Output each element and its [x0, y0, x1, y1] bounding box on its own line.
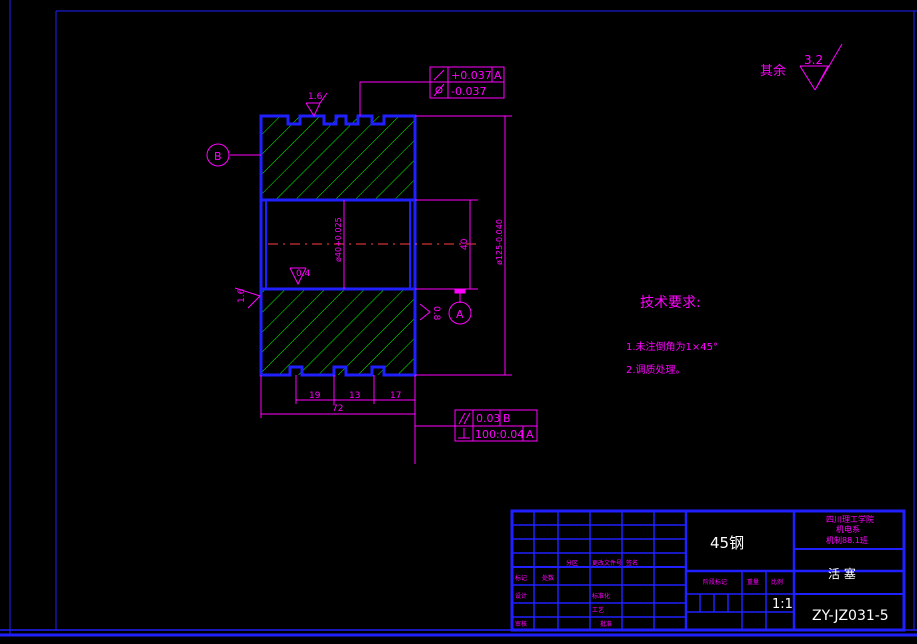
roughness-left: 1.6	[237, 288, 247, 303]
dim-bore-dia: ø40+0.025	[334, 217, 343, 262]
tolerance-frame-top: +0.037 A -0.037	[429, 66, 505, 99]
title-block	[510, 509, 906, 632]
roughness-marks	[234, 92, 431, 321]
tb-label: 处数	[542, 574, 554, 582]
dim-total-length: 72	[332, 404, 343, 414]
tech-req-item-2: 2.调质处理。	[626, 364, 686, 376]
datum-a-label: A	[456, 308, 464, 321]
tol-bottom-value-1: 0.03	[476, 412, 501, 425]
tb-label: 阶段标记	[703, 578, 727, 586]
tb-label: 分区	[566, 559, 578, 567]
tol-bottom-datum-2: A	[526, 428, 534, 441]
roughness-general-prefix: 其余	[760, 63, 786, 79]
tb-label: 审核	[515, 620, 527, 628]
tb-label: 设计	[515, 592, 527, 600]
roughness-bore: 0.4	[296, 269, 311, 279]
tb-label: 标准化	[592, 592, 610, 600]
dim-outer-dia: ø125-0.040	[495, 219, 504, 265]
title-school: 四川理工学院	[826, 514, 874, 524]
tol-bottom-datum-1: B	[503, 412, 511, 425]
datum-b-label: B	[214, 150, 222, 163]
roughness-general-value: 3.2	[804, 53, 823, 67]
tech-req-item-1: 1.未注倒角为1×45°	[626, 340, 718, 353]
title-part-name: 活 塞	[828, 566, 856, 581]
title-class: 机制88.1班	[826, 535, 868, 545]
title-block-labels: 标记 处数 分区 更改文件号 签名 设计 标准化 阶段标记 重量 比例 审核 工…	[515, 559, 783, 628]
title-scale: 1:1	[772, 597, 793, 612]
roughness-right: 0.8	[431, 306, 441, 321]
title-drawing-number: ZY-JZ031-5	[812, 608, 889, 624]
title-material: 45钢	[710, 534, 744, 552]
tb-label: 工艺	[592, 606, 604, 614]
tol-top-value-2: -0.037	[451, 85, 486, 98]
tol-top-value-1: +0.037	[451, 69, 492, 82]
tolerance-frame-bottom: 0.03 B 100:0.04 A	[454, 409, 538, 442]
tb-label: 更改文件号	[592, 559, 622, 567]
dim-groove-span-1: 19	[309, 391, 321, 401]
part-cross-section	[259, 114, 478, 377]
tol-bottom-value-2: 100:0.04	[475, 428, 524, 441]
datum-a-symbol: A	[448, 301, 472, 325]
dim-groove-span-3: 17	[390, 391, 401, 401]
tb-label: 比例	[771, 578, 783, 586]
tb-label: 批准	[600, 620, 612, 628]
datum-b-symbol: B	[206, 143, 230, 167]
general-roughness-note: 其余 3.2	[760, 43, 843, 91]
roughness-top: 1.6	[308, 92, 323, 102]
technical-requirements: 技术要求: 1.未注倒角为1×45° 2.调质处理。	[626, 295, 718, 376]
tb-label: 标记	[515, 574, 527, 582]
tol-top-datum-1: A	[494, 69, 502, 82]
title-dept: 机电系	[836, 524, 860, 534]
tb-label: 重量	[747, 578, 759, 586]
dim-bore-length: 40	[460, 238, 470, 250]
tb-label: 签名	[626, 559, 638, 567]
dimension-lines	[230, 81, 512, 464]
tech-req-title: 技术要求:	[640, 295, 701, 311]
dim-groove-span-2: 13	[349, 391, 360, 401]
